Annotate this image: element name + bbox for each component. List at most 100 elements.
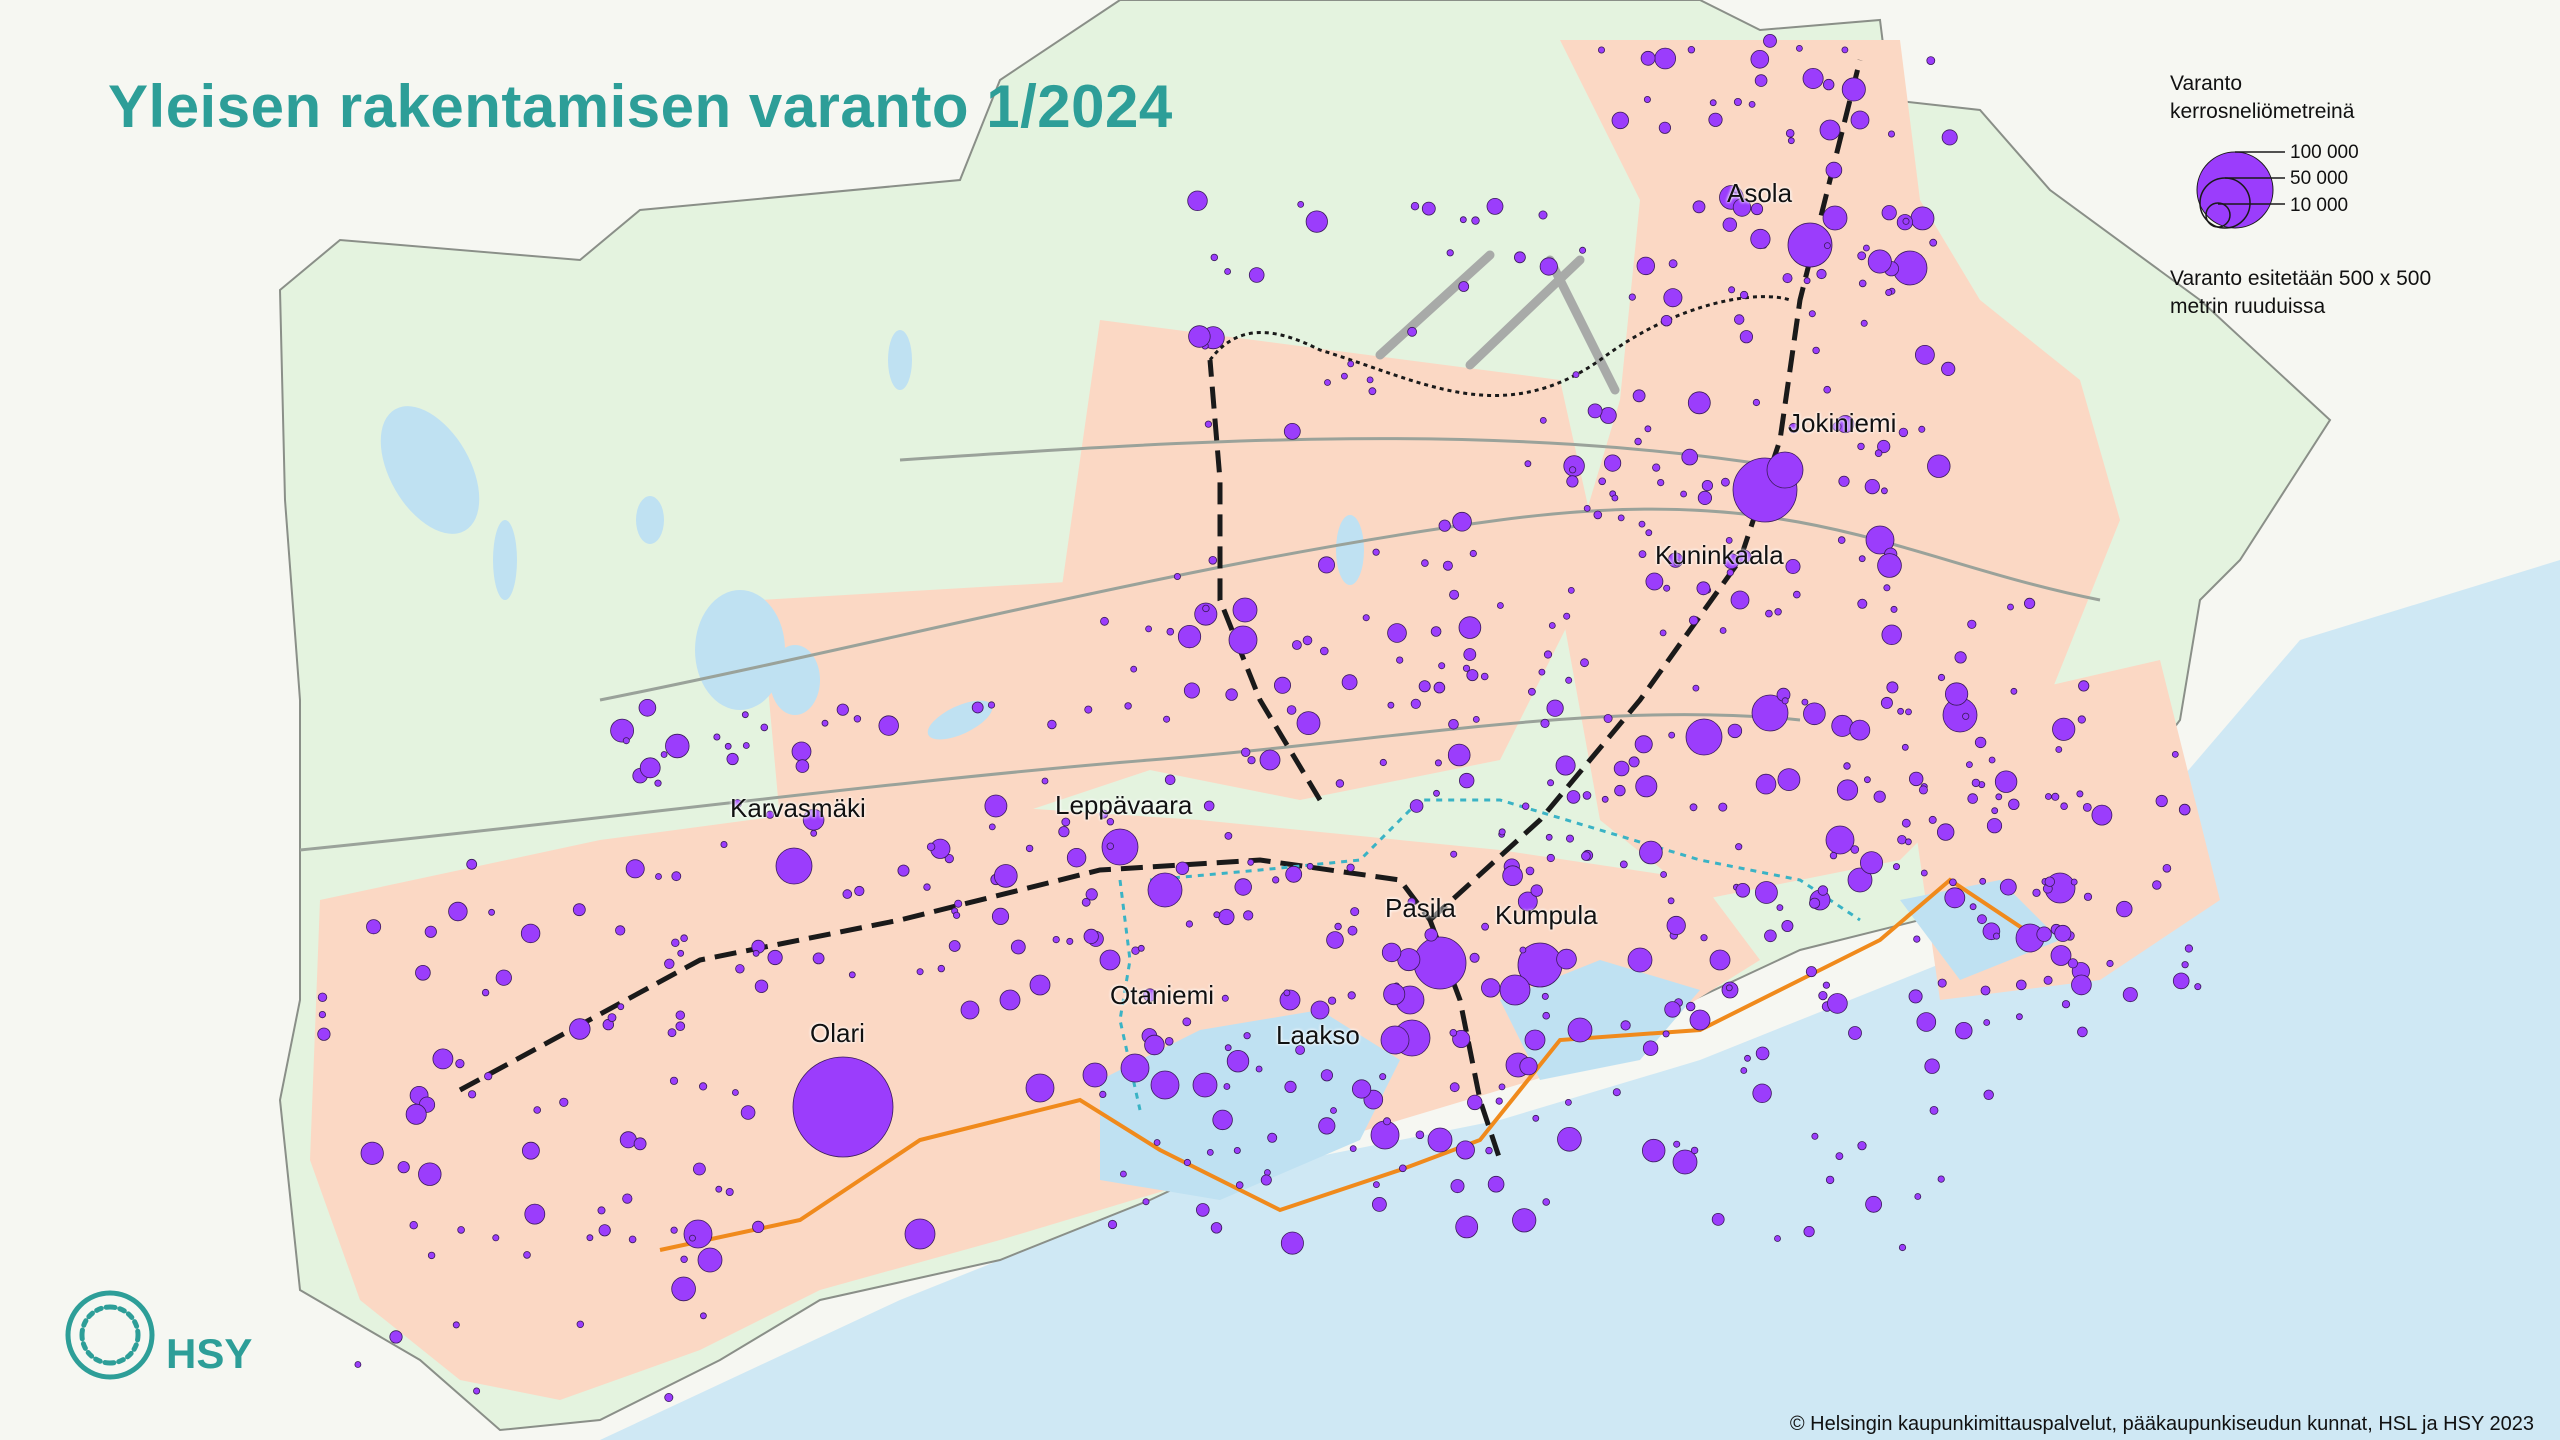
reserve-bubble (1052, 935, 1060, 944)
reserve-bubble (1657, 478, 1665, 487)
reserve-bubble (1485, 1146, 1493, 1155)
reserve-bubble (522, 1141, 540, 1160)
reserve-bubble (2050, 945, 2072, 966)
reserve-bubble (1962, 712, 1970, 720)
place-label-otaniemi: Otaniemi (1110, 980, 1215, 1010)
reserve-bubble (1638, 550, 1647, 558)
reserve-bubble (1641, 1138, 1666, 1163)
reserve-bubble (2172, 972, 2190, 990)
reserve-bubble (1666, 915, 1686, 936)
reserve-bubble (1218, 908, 1235, 926)
reserve-bubble (1084, 705, 1093, 714)
reserve-bubble (409, 1220, 418, 1230)
reserve-bubble (1469, 549, 1477, 558)
reserve-bubble (984, 794, 1008, 818)
reserve-bubble (1334, 922, 1342, 931)
reserve-bubble (1421, 201, 1436, 216)
reserve-bubble (1413, 936, 1467, 990)
reserve-bubble (1811, 1132, 1819, 1140)
reserve-bubble (1858, 279, 1867, 288)
reserve-bubble (1528, 687, 1536, 696)
reserve-bubble (993, 864, 1018, 888)
reserve-bubble (1187, 190, 1208, 212)
reserve-bubble (1462, 664, 1471, 672)
reserve-bubble (1937, 673, 1946, 682)
reserve-bubble (1349, 1145, 1357, 1152)
reserve-bubble (1221, 994, 1229, 1002)
reserve-bubble (1901, 818, 1911, 828)
reserve-bubble (1999, 878, 2017, 896)
reserve-bubble (1582, 791, 1592, 800)
reserve-bubble (1163, 715, 1171, 723)
reserve-bubble (1803, 277, 1811, 285)
reserve-bubble (1274, 676, 1292, 694)
reserve-bubble (457, 1226, 465, 1234)
reserve-bubble (1346, 863, 1355, 872)
reserve-bubble (991, 907, 1010, 926)
reserve-bubble (1082, 1062, 1108, 1088)
reserve-bubble (1213, 911, 1221, 919)
reserve-bubble (791, 741, 812, 762)
reserve-bubble (878, 715, 899, 736)
reserve-bubble (1750, 50, 1770, 69)
reserve-bubble (1450, 1179, 1465, 1194)
reserve-bubble (1672, 1149, 1698, 1175)
reserve-bubble (1372, 1197, 1387, 1212)
reserve-bubble (2043, 975, 2053, 985)
reserve-bubble (1739, 330, 1754, 344)
reserve-bubble (1986, 818, 2003, 834)
reserve-bubble (1639, 840, 1663, 865)
reserve-bubble (1827, 993, 1848, 1014)
reserve-bubble (520, 923, 541, 944)
reserve-bubble (1541, 992, 1549, 1000)
reserve-bubble (1380, 1025, 1410, 1055)
reserve-bubble (1579, 246, 1587, 254)
reserve-bubble (1971, 778, 1981, 788)
reserve-bubble (1905, 708, 1912, 716)
reserve-bubble (667, 1028, 677, 1038)
reserve-bubble (1835, 1152, 1844, 1160)
reserve-bubble (1459, 216, 1467, 224)
reserve-bubble (1805, 966, 1817, 978)
reserve-bubble (854, 885, 865, 897)
reserve-bubble (1318, 556, 1336, 574)
reserve-bubble (1829, 851, 1838, 860)
reserve-bubble (1754, 74, 1768, 87)
reserve-bubble (1750, 228, 1771, 250)
reserve-bubble (1620, 1020, 1631, 1031)
reserve-bubble (1628, 756, 1640, 768)
reserve-bubble (1463, 648, 1477, 661)
reserve-bubble (1898, 427, 1909, 438)
reserve-bubble (1983, 1019, 1991, 1026)
reserve-bubble (1944, 887, 1966, 909)
reserve-bubble (1164, 1037, 1174, 1046)
reserve-bubble (1383, 983, 1406, 1006)
reserve-bubble (1145, 625, 1152, 633)
reserve-bubble (1787, 222, 1833, 268)
reserve-bubble (1548, 622, 1556, 629)
reserve-bubble (740, 1105, 756, 1120)
reserve-bubble (1725, 984, 1733, 992)
reserve-bubble (1777, 768, 1801, 791)
reserve-bubble (1415, 1130, 1425, 1140)
reserve-bubble (1781, 697, 1789, 705)
reserve-bubble (1306, 862, 1314, 870)
reserve-bubble (1555, 755, 1576, 776)
reserve-bubble (1888, 130, 1896, 138)
reserve-bubble (1396, 656, 1404, 664)
reserve-bubble (1381, 942, 1402, 963)
reserve-bubble (1787, 137, 1795, 145)
reserve-bubble (2082, 803, 2092, 812)
reserve-bubble (1632, 389, 1646, 403)
reserve-bubble (1905, 838, 1912, 846)
reserve-bubble (1449, 1082, 1460, 1093)
reserve-bubble (418, 1162, 442, 1186)
reserve-bubble (1572, 371, 1580, 379)
reserve-bubble (1850, 845, 1860, 854)
reserve-bubble (1041, 777, 1049, 785)
reserve-bubble (1723, 553, 1740, 570)
reserve-bubble (2076, 790, 2084, 798)
reserve-bubble (1645, 529, 1653, 537)
